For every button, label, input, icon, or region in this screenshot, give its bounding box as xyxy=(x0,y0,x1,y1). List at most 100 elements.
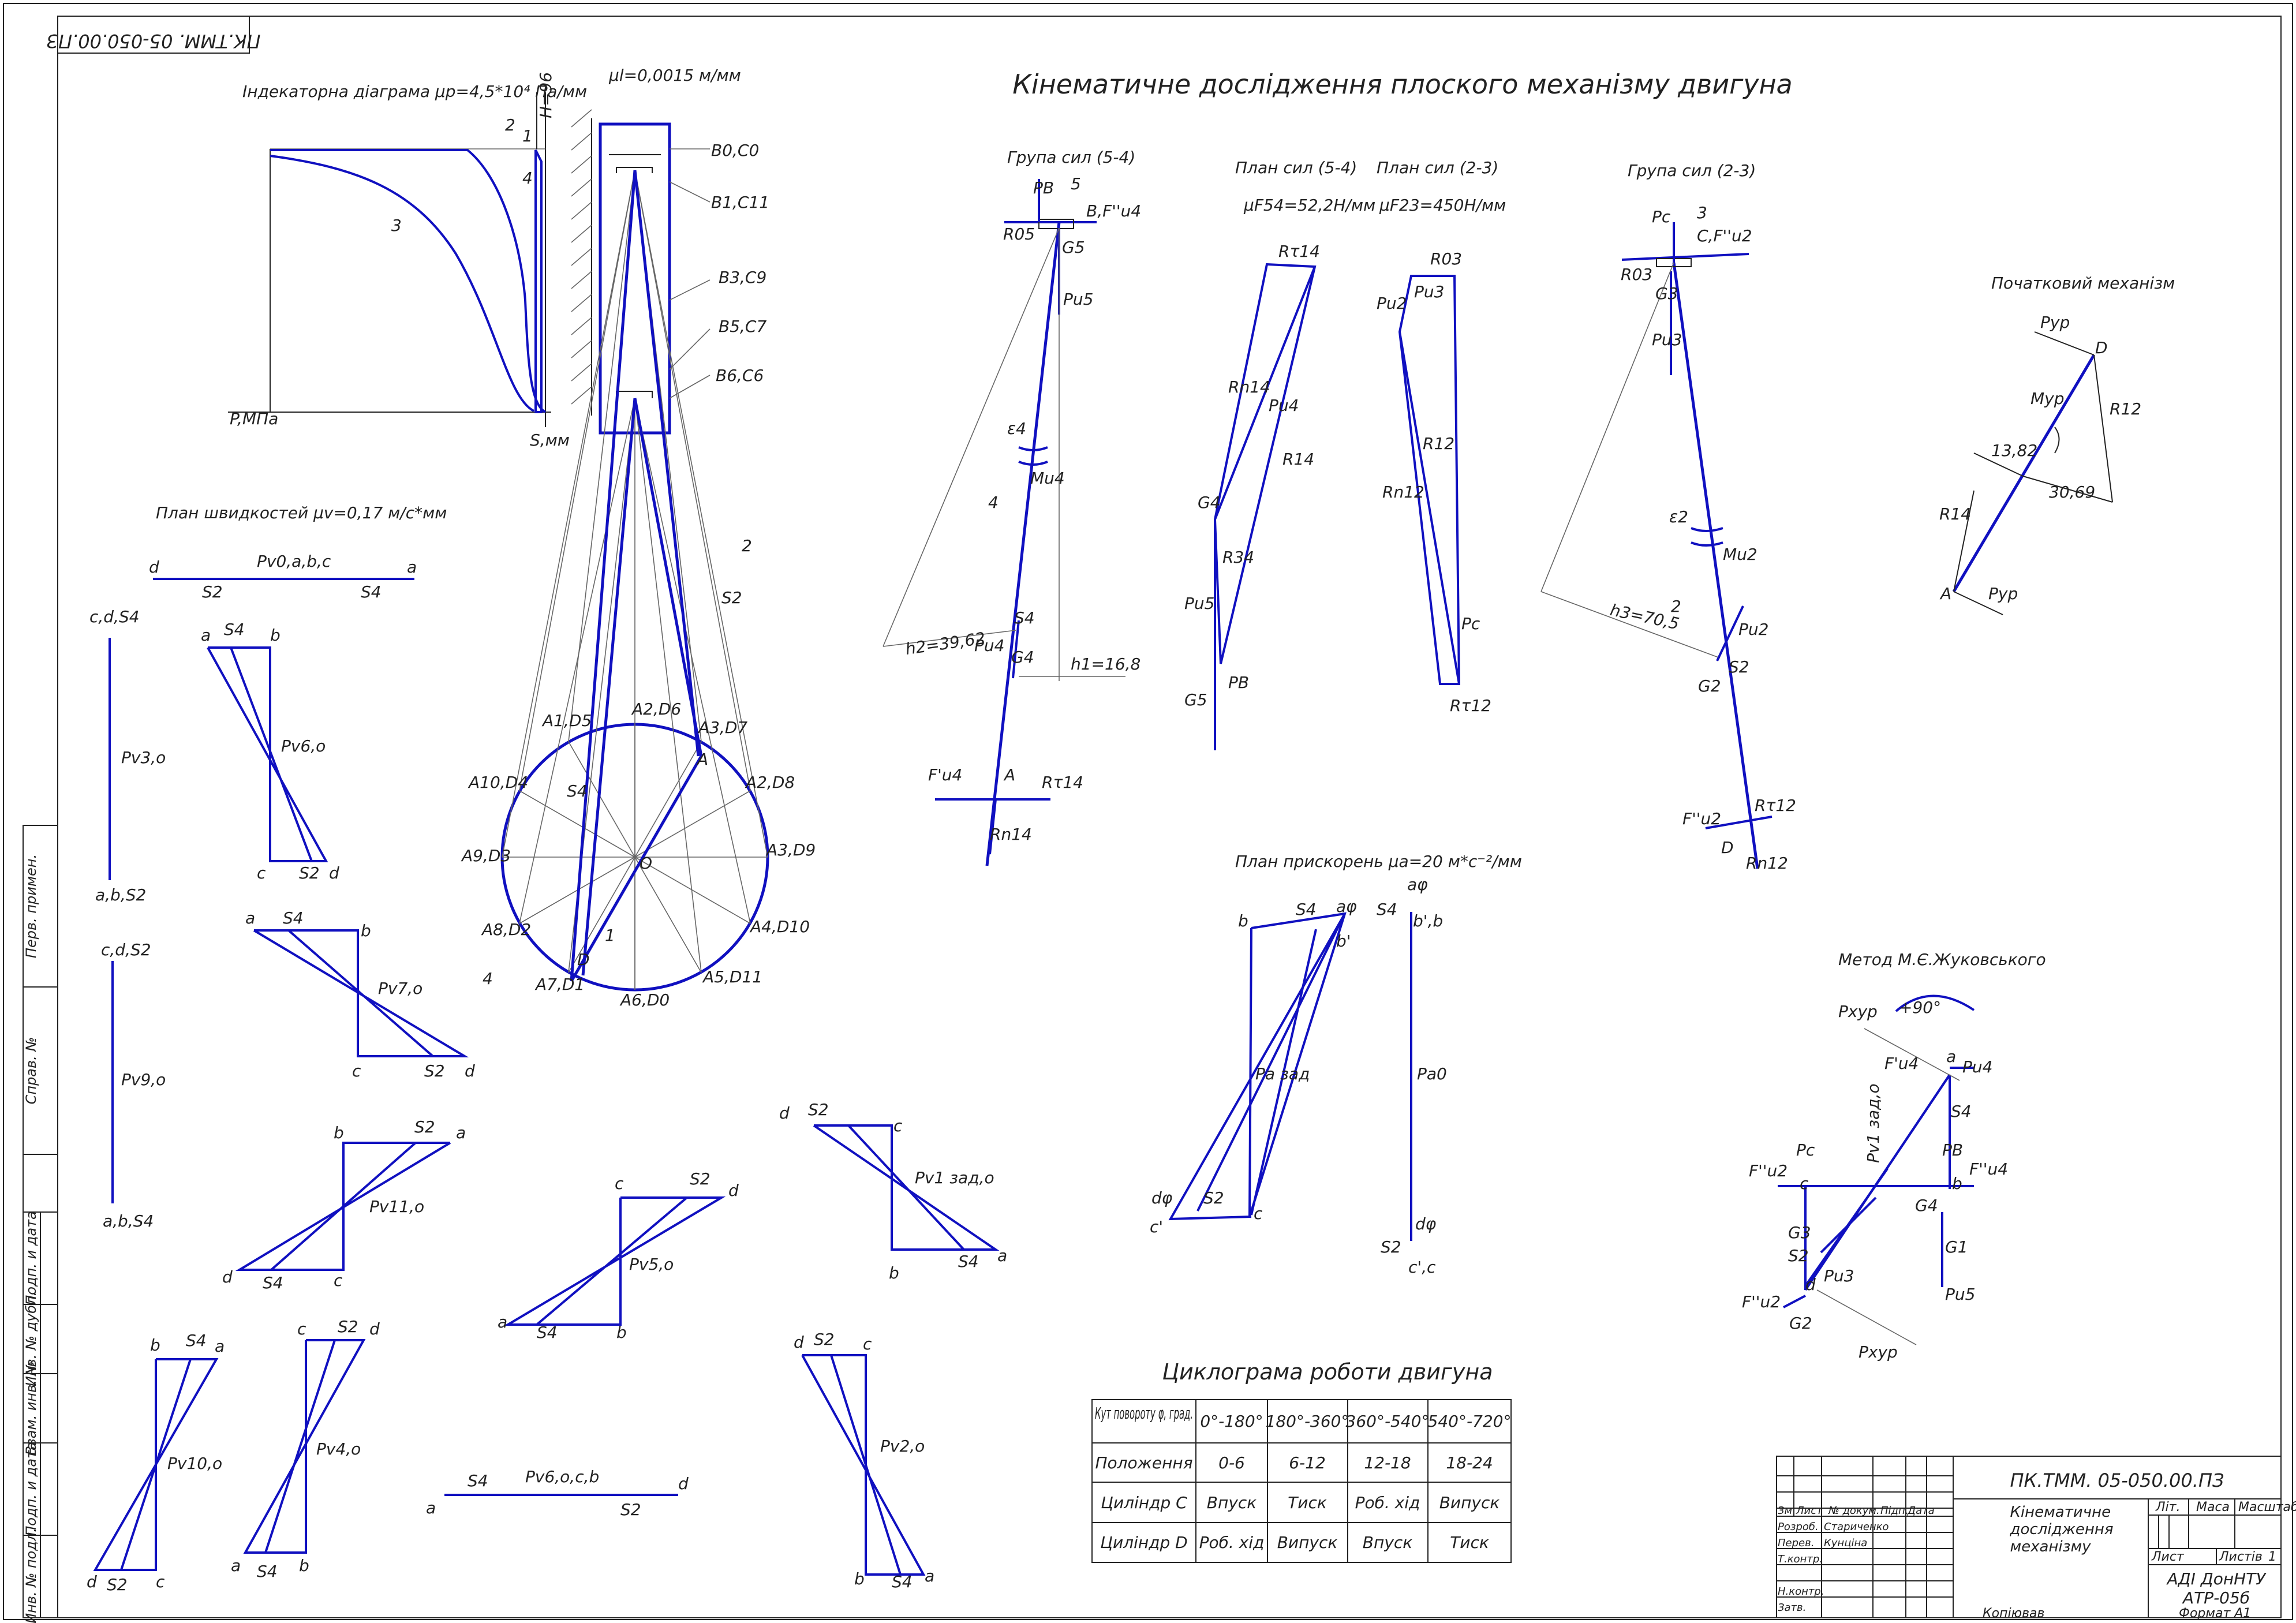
g54-title: Група сил (5-4) xyxy=(1007,148,1135,167)
cyclogram-title: Циклограма роботи двигуна xyxy=(1162,1359,1493,1385)
link-label-2: 2 xyxy=(742,536,752,555)
svg-text:Листів: Листів xyxy=(2219,1550,2263,1564)
cyclogram: Циклограма роботи двигуна Кут повороту φ… xyxy=(1091,1359,1512,1563)
svg-text:Pa зад: Pa зад xyxy=(1255,1064,1310,1083)
link-label-a: A xyxy=(696,750,708,769)
svg-text:Pc: Pc xyxy=(1461,614,1480,633)
svg-text:A: A xyxy=(1003,765,1015,784)
svg-text:G4: G4 xyxy=(1915,1196,1938,1215)
cp-2: A3,D7 xyxy=(697,718,747,737)
svg-text:d: d xyxy=(465,1061,475,1080)
svg-text:Pxур: Pxур xyxy=(1838,1002,1878,1021)
svg-text:Pxур: Pxур xyxy=(1859,1342,1898,1362)
svg-text:c: c xyxy=(863,1334,872,1353)
svg-text:S2: S2 xyxy=(107,1575,128,1594)
svg-text:b': b' xyxy=(1336,932,1351,951)
svg-text:PB: PB xyxy=(1228,673,1249,692)
inner-frame xyxy=(57,16,2282,1618)
svg-text:Pv10,o: Pv10,o xyxy=(167,1454,222,1473)
svg-text:b',b: b',b xyxy=(1413,911,1443,930)
svg-text:Т.контр.: Т.контр. xyxy=(1778,1553,1823,1565)
svg-text:Стариченко: Стариченко xyxy=(1824,1521,1889,1533)
svg-text:Pu4: Pu4 xyxy=(1269,396,1299,415)
mechanism-diagram: μl=0,0015 м/мм B0,C0 B1,C11 B3,C9 B5,C7 … xyxy=(461,66,816,1009)
svg-text:F''u2: F''u2 xyxy=(1749,1161,1788,1180)
curve-label-3: 3 xyxy=(391,216,402,235)
svg-text:d: d xyxy=(369,1319,380,1338)
svg-text:12-18: 12-18 xyxy=(1364,1453,1411,1472)
svg-text:13,82: 13,82 xyxy=(1991,441,2037,460)
svg-text:Роб. хід: Роб. хід xyxy=(1355,1493,1420,1512)
svg-text:Pv1 зад,o: Pv1 зад,o xyxy=(915,1168,994,1187)
svg-text:R05: R05 xyxy=(1003,225,1035,244)
svg-text:dφ: dφ xyxy=(1415,1214,1437,1233)
slider-label-2: B3,C9 xyxy=(719,268,766,287)
svg-text:c: c xyxy=(257,863,266,882)
svg-text:d: d xyxy=(329,863,339,882)
svg-text:G4: G4 xyxy=(1198,493,1221,512)
svg-text:F''u4: F''u4 xyxy=(1969,1160,2008,1179)
svg-text:c: c xyxy=(156,1572,165,1591)
svg-text:S2: S2 xyxy=(414,1117,435,1136)
svg-text:d: d xyxy=(678,1474,689,1493)
svg-text:S2: S2 xyxy=(202,582,223,601)
svg-text:S2: S2 xyxy=(1381,1237,1401,1256)
svg-text:d: d xyxy=(728,1181,739,1200)
svg-text:S4: S4 xyxy=(1296,900,1317,919)
cyc-h0: Кут повороту φ, град. xyxy=(1095,1404,1193,1423)
svg-text:S2: S2 xyxy=(808,1100,829,1119)
svg-text:Rτ12: Rτ12 xyxy=(1755,796,1796,815)
outer-frame xyxy=(3,3,2293,1620)
plan23-scale: μF23=450H/мм xyxy=(1379,196,1506,215)
side-stamp-6: Подп. и дата xyxy=(23,1442,39,1536)
svg-text:S2: S2 xyxy=(424,1061,445,1080)
svg-text:Випуск: Випуск xyxy=(1439,1493,1500,1512)
svg-text:G5: G5 xyxy=(1184,690,1207,709)
svg-text:b: b xyxy=(150,1336,160,1355)
svg-text:d: d xyxy=(87,1572,97,1591)
svg-text:Впуск: Впуск xyxy=(1207,1493,1257,1512)
svg-text:d: d xyxy=(794,1333,804,1352)
svg-text:S2: S2 xyxy=(1729,657,1749,676)
svg-text:18-24: 18-24 xyxy=(1446,1453,1493,1472)
svg-text:h3=70,5: h3=70,5 xyxy=(1609,600,1681,634)
svg-text:Pv6,o: Pv6,o xyxy=(281,736,326,756)
svg-text:c: c xyxy=(352,1061,361,1080)
svg-text:Тиск: Тиск xyxy=(1450,1533,1489,1552)
svg-text:Pu2: Pu2 xyxy=(1377,294,1407,313)
curve-3 xyxy=(270,155,534,412)
svg-text:S2: S2 xyxy=(1203,1188,1224,1207)
svg-text:d: d xyxy=(779,1104,790,1123)
force-group-54: Група сил (5-4) PB 5 B,F''u4 R05 G5 Pu5 … xyxy=(882,148,1141,866)
svg-text:S4: S4 xyxy=(537,1323,558,1342)
svg-text:c',c: c',c xyxy=(1408,1258,1436,1277)
cp-7: A8,D2 xyxy=(481,920,531,939)
svg-text:a,b,S4: a,b,S4 xyxy=(103,1211,154,1231)
svg-text:Pu4: Pu4 xyxy=(974,636,1004,655)
svg-text:S4: S4 xyxy=(958,1252,979,1271)
svg-text:b: b xyxy=(1952,1174,1962,1193)
title-block: ПК.ТММ. 05-050.00.ПЗ Кінематичне дослідж… xyxy=(1776,1456,2296,1621)
svg-text:Mu2: Mu2 xyxy=(1723,545,1757,564)
svg-text:2: 2 xyxy=(1671,597,1681,616)
svg-text:c: c xyxy=(893,1116,903,1135)
svg-text:Pv2,o: Pv2,o xyxy=(880,1437,925,1456)
acceleration-plan: План прискорень μa=20 м*с⁻²/мм b S4 aφ b… xyxy=(1150,852,1522,1277)
svg-text:C,F''u2: C,F''u2 xyxy=(1697,226,1752,245)
svg-text:a: a xyxy=(1946,1047,1956,1066)
svg-text:b: b xyxy=(1238,911,1248,930)
cp-9: A7,D1 xyxy=(534,975,585,994)
svg-text:АТР-05б: АТР-05б xyxy=(2182,1588,2250,1607)
svg-text:ε2: ε2 xyxy=(1669,507,1688,526)
svg-text:Pур: Pур xyxy=(1988,584,2018,603)
svg-text:F''u2: F''u2 xyxy=(1682,809,1721,828)
curve-2 xyxy=(270,149,547,413)
svg-text:aφ: aφ xyxy=(1407,875,1428,894)
svg-text:R34: R34 xyxy=(1222,548,1254,567)
svg-text:Pv7,o: Pv7,o xyxy=(378,979,422,998)
svg-text:3: 3 xyxy=(1697,203,1707,222)
zhukovsky-rotate-arc xyxy=(1895,994,1975,1012)
svg-text:Pv5,o: Pv5,o xyxy=(629,1255,674,1274)
svg-text:Н.контр.: Н.контр. xyxy=(1778,1585,1824,1598)
svg-text:Копіював: Копіював xyxy=(1983,1606,2045,1621)
